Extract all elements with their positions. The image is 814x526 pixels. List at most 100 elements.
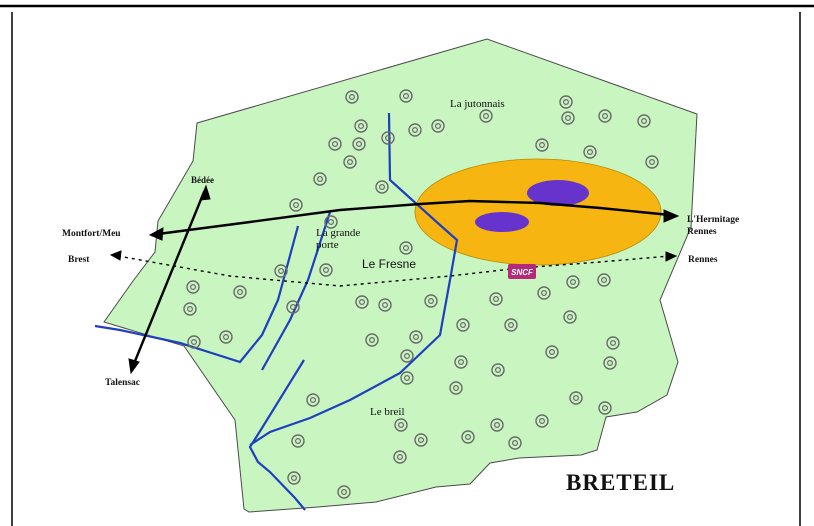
place-le-fresne: Le Fresne [362,257,416,271]
roads [109,184,680,375]
dest-brest: Brest [68,255,90,265]
double-circle-icon [233,285,247,299]
double-circle-icon [569,391,583,405]
dest-talensac: Talensac [105,378,140,388]
double-circle-icon [431,119,445,133]
double-circle-icon [598,401,612,415]
river-southwest [248,359,306,511]
double-circle-icon [287,471,301,485]
double-circle-icon [561,111,575,125]
double-circle-icon [183,302,197,316]
arrowhead-bedee [199,184,211,201]
urban-zone [414,158,662,266]
double-circle-icon [365,333,379,347]
double-circle-icon [345,90,359,104]
road-montfort-hermitage [157,199,671,236]
double-circle-icon [337,485,351,499]
place-porte: porte [316,239,339,251]
road-bedee-talensac [131,191,206,367]
double-circle-icon [461,430,475,444]
double-circle-icon [504,318,518,332]
double-circle-icon [408,123,422,137]
double-circle-icon [537,286,551,300]
double-circle-icon [583,145,597,159]
double-circle-icon [637,114,651,128]
arrowhead-montfort [148,227,164,241]
place-la-jutonnais: La jutonnais [450,98,505,110]
double-circle-icon [274,264,288,278]
double-circle-icon [324,215,338,229]
double-circle-icon [566,275,580,289]
dest-montfort: Montfort/Meu [62,229,121,239]
double-circle-icon [399,241,413,255]
urban-core-north [527,180,589,206]
double-circle-icon [381,131,395,145]
double-circle-icon [597,273,611,287]
sncf-logo-icon: SNCF [508,264,536,279]
arrowhead-brest [109,250,122,261]
map-title: BRETEIL [566,470,675,495]
river-west [94,225,300,364]
arrowhead-hermitage [663,209,680,223]
double-circle-icon [328,137,342,151]
dest-rennes-rail: Rennes [688,255,718,265]
double-circle-icon [291,434,305,448]
double-circle-icon [563,310,577,324]
rivers [94,112,459,511]
double-circle-icon [490,418,504,432]
double-circle-icon [449,381,463,395]
double-circle-icon [598,109,612,123]
dest-rennes-road: Rennes [687,227,717,237]
double-circle-icon [319,263,333,277]
river-tributary [261,211,332,371]
double-circle-icon [400,371,414,385]
double-circle-icon [559,95,573,109]
double-circle-icon [479,109,493,123]
double-circle-icon [606,336,620,350]
place-le-breil: Le breil [370,406,405,418]
double-circle-icon [289,198,303,212]
double-circle-icon [186,280,200,294]
double-circle-icon [508,436,522,450]
double-circle-icon [313,172,327,186]
double-circle-icon [535,138,549,152]
arrowhead-talensac [128,358,140,375]
place-la-grande: La grande [316,227,360,239]
railway-brest-rennes [117,255,671,287]
double-circle-icon [187,335,201,349]
double-circle-icon [375,180,389,194]
double-circle-icon [424,294,438,308]
double-circle-icon [456,318,470,332]
double-circle-icon [394,418,408,432]
river-main [249,112,459,446]
urban-core-south [475,212,529,232]
double-circle-icon [399,89,413,103]
double-circle-icon [454,355,468,369]
double-circle-icon [545,345,559,359]
farm-symbols [183,89,659,499]
double-circle-icon [286,300,300,314]
double-circle-icon [489,292,503,306]
double-circle-icon [535,414,549,428]
double-circle-icon [354,119,368,133]
double-circle-icon [219,330,233,344]
double-circle-icon [414,433,428,447]
double-circle-icon [306,393,320,407]
double-circle-icon [645,155,659,169]
commune-territory [103,38,698,513]
dest-bedee: Bédée [191,175,214,185]
double-circle-icon [400,349,414,363]
double-circle-icon [603,356,617,370]
double-circle-icon [491,363,505,377]
double-circle-icon [393,450,407,464]
double-circle-icon [378,298,392,312]
double-circle-icon [355,295,369,309]
arrowhead-rennes-rail [665,251,678,262]
sncf-label: SNCF [511,268,534,277]
double-circle-icon [343,155,357,169]
dest-hermitage: L'Hermitage [687,215,739,225]
double-circle-icon [409,330,423,344]
double-circle-icon [352,137,366,151]
